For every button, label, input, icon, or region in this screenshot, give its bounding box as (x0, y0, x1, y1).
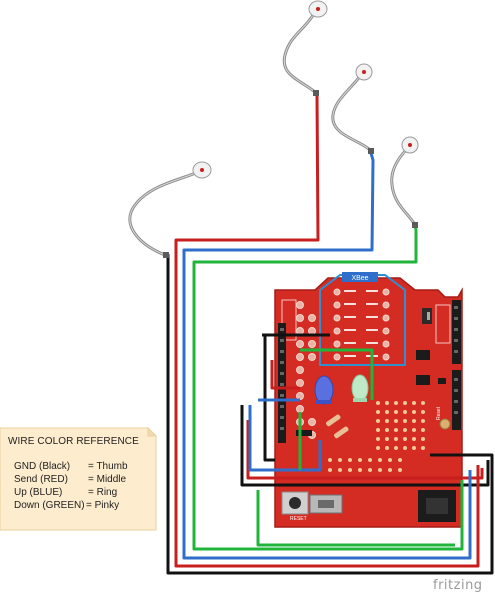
power-jack-icon (418, 490, 456, 522)
wire-blue (182, 149, 472, 560)
legend-row-finger: = Thumb (88, 461, 128, 472)
sensor-cables-highlight (129, 11, 416, 256)
legend-title: WIRE COLOR REFERENCE (8, 436, 139, 447)
legend-row-label: Send (RED) (14, 474, 68, 485)
board-components (296, 308, 446, 436)
usb-connector-icon (309, 494, 343, 514)
red-shield-board (274, 277, 463, 528)
finger-contact-pad-icon (401, 136, 419, 154)
header-pin-holes (280, 306, 458, 430)
xbee-module: XBee (319, 272, 406, 366)
wire-green (192, 224, 464, 551)
finger-contact-pad-icon (355, 63, 373, 81)
fritzing-watermark: fritzing (433, 578, 483, 593)
reset-knob-icon (439, 418, 451, 430)
legend-row-finger: = Pinky (86, 500, 120, 511)
resistors (326, 414, 349, 439)
finger-contact-pad-icon (308, 0, 328, 18)
wire-color-legend (0, 426, 158, 531)
finger-contact-pad-icon (192, 161, 212, 179)
led-icon (351, 374, 369, 402)
prototype-grid (328, 401, 425, 472)
legend-row-finger: = Middle (88, 474, 127, 485)
led-icon (314, 375, 334, 405)
legend-row-label: GND (Black) (14, 461, 71, 472)
reset-button-icon (281, 491, 309, 515)
legend-row-label: Up (BLUE) (14, 487, 63, 498)
reset-label: RESET (290, 516, 307, 522)
legend-row-finger: = Ring (88, 487, 118, 498)
reset-side-label: Reset (436, 406, 442, 420)
cable-collars (163, 90, 418, 258)
xbee-label: XBee (351, 275, 368, 282)
legend-row-label: Down (GREEN) (14, 500, 85, 511)
